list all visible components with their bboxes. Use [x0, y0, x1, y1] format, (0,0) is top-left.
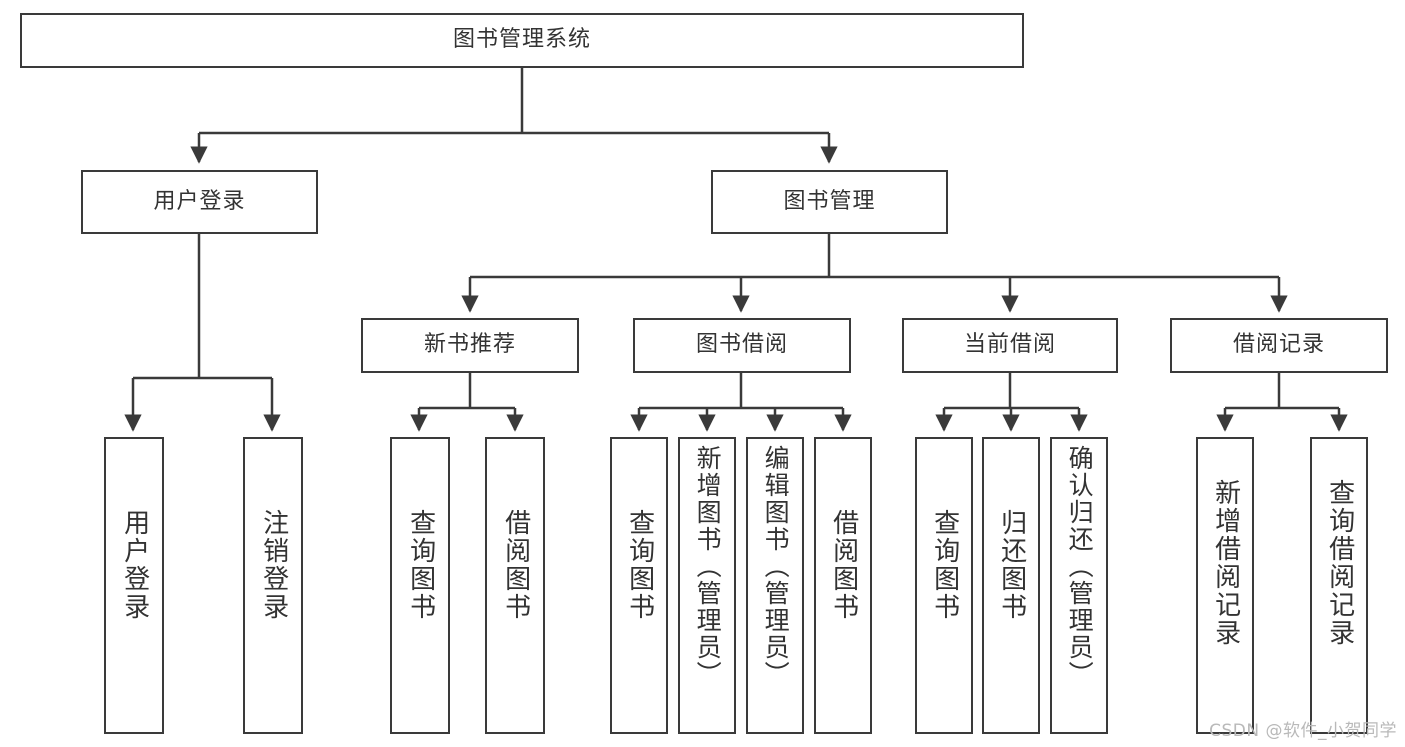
watermark-text: CSDN @软件_小贺同学: [1209, 721, 1397, 741]
leaf-add-book[interactable]: 新增图书（管理员）: [678, 437, 736, 734]
leaf-edit-book-label: 编辑图书（管理员）: [761, 445, 791, 688]
leaf-borrow-book-2-label: 借阅图书: [828, 509, 859, 621]
node-user-login[interactable]: 用户登录: [81, 170, 318, 234]
node-book-borrow-label: 图书借阅: [695, 332, 788, 358]
leaf-return-book-label: 归还图书: [996, 509, 1027, 621]
leaf-logout-label: 注销登录: [258, 509, 289, 621]
leaf-query-book-3-label: 查询图书: [929, 509, 960, 621]
leaf-add-record[interactable]: 新增借阅记录: [1196, 437, 1254, 734]
leaf-confirm-return[interactable]: 确认归还（管理员）: [1050, 437, 1108, 734]
leaf-add-book-label: 新增图书（管理员）: [693, 445, 723, 688]
leaf-query-book-1[interactable]: 查询图书: [390, 437, 450, 734]
node-book-borrow[interactable]: 图书借阅: [633, 318, 851, 373]
node-new-book-rec-label: 新书推荐: [423, 332, 516, 358]
leaf-user-login[interactable]: 用户登录: [104, 437, 164, 734]
node-borrow-record-label: 借阅记录: [1232, 332, 1325, 358]
leaf-query-record[interactable]: 查询借阅记录: [1310, 437, 1368, 734]
leaf-query-book-1-label: 查询图书: [405, 509, 436, 621]
leaf-borrow-book-1-label: 借阅图书: [500, 509, 531, 621]
leaf-query-record-label: 查询借阅记录: [1324, 479, 1355, 647]
leaf-logout[interactable]: 注销登录: [243, 437, 303, 734]
leaf-query-book-3[interactable]: 查询图书: [915, 437, 973, 734]
leaf-borrow-book-2[interactable]: 借阅图书: [814, 437, 872, 734]
node-root-label: 图书管理系统: [452, 27, 591, 53]
leaf-query-book-2[interactable]: 查询图书: [610, 437, 668, 734]
node-user-login-label: 用户登录: [153, 188, 246, 214]
node-book-manage-label: 图书管理: [783, 188, 876, 214]
leaf-edit-book[interactable]: 编辑图书（管理员）: [746, 437, 804, 734]
node-book-manage[interactable]: 图书管理: [711, 170, 948, 234]
node-root[interactable]: 图书管理系统: [20, 13, 1024, 68]
node-current-borrow[interactable]: 当前借阅: [902, 318, 1118, 373]
node-new-book-rec[interactable]: 新书推荐: [361, 318, 579, 373]
node-borrow-record[interactable]: 借阅记录: [1170, 318, 1388, 373]
node-current-borrow-label: 当前借阅: [963, 332, 1056, 358]
leaf-add-record-label: 新增借阅记录: [1210, 479, 1241, 647]
leaf-borrow-book-1[interactable]: 借阅图书: [485, 437, 545, 734]
leaf-return-book[interactable]: 归还图书: [982, 437, 1040, 734]
leaf-user-login-label: 用户登录: [119, 509, 150, 621]
leaf-query-book-2-label: 查询图书: [624, 509, 655, 621]
leaf-confirm-return-label: 确认归还（管理员）: [1065, 445, 1095, 688]
